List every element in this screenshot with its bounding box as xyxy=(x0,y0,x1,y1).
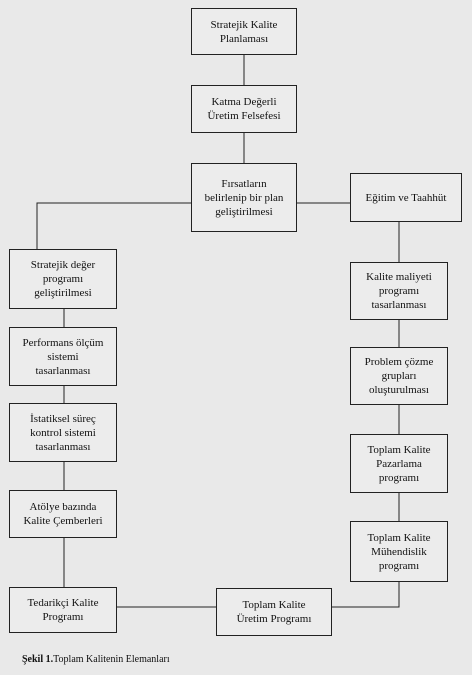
node-total-quality-marketing: Toplam Kalite Pazarlama programı xyxy=(350,434,448,493)
edge-n14-n10 xyxy=(332,582,400,608)
node-performance-measurement: Performans ölçüm sistemi tasarlanması xyxy=(9,327,117,386)
node-total-quality-production: Toplam Kalite Üretim Programı xyxy=(216,588,332,636)
figure-caption-label: Şekil 1. xyxy=(22,654,54,665)
node-strategic-value-program: Stratejik değer programı geliştirilmesi xyxy=(9,249,117,309)
node-strategic-quality-planning: Stratejik Kalite Planlaması xyxy=(191,8,297,55)
node-problem-solving-groups: Problem çözme grupları oluşturulması xyxy=(350,347,448,405)
node-value-added-production: Katma Değerli Üretim Felsefesi xyxy=(191,85,297,133)
node-quality-cost-program: Kalite maliyeti programı tasarlanması xyxy=(350,262,448,320)
node-total-quality-engineering: Toplam Kalite Mühendislik programı xyxy=(350,521,448,582)
figure-caption-text: Toplam Kalitenin Elemanları xyxy=(53,654,170,665)
node-workshop-quality-circles: Atölye bazında Kalite Çemberleri xyxy=(9,490,117,538)
node-supplier-quality-program: Tedarikçi Kalite Programı xyxy=(9,587,117,633)
figure-caption: Şekil 1.Toplam Kalitenin Elemanları xyxy=(22,654,170,665)
node-opportunity-planning: Fırsatların belirlenip bir plan geliştir… xyxy=(191,163,297,232)
node-training-commitment: Eğitim ve Taahhüt xyxy=(350,173,462,222)
edge-n3-n5 xyxy=(36,202,191,249)
node-statistical-process-control: İstatiksel süreç kontrol sistemi tasarla… xyxy=(9,403,117,462)
